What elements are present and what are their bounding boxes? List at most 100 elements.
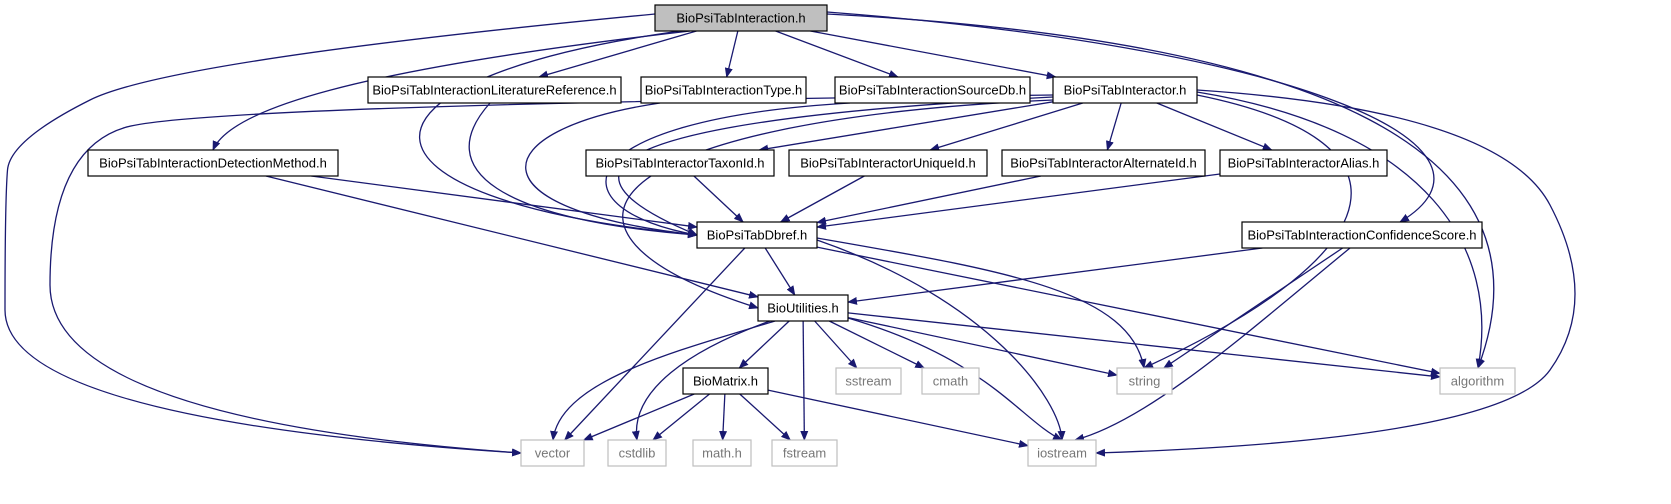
node-sourcedb[interactable]: BioPsiTabInteractionSourceDb.h [834,76,1031,104]
node-box [640,76,807,104]
node-interaction[interactable]: BioPsiTabInteraction.h [654,4,828,32]
node-sstream: sstream [835,367,902,395]
edge-interactor-to-alternate [1106,102,1122,151]
node-box [771,439,838,467]
node-label: iostream [1037,446,1087,461]
edge-interaction-to-sourcedb [775,30,899,78]
node-box [757,294,849,322]
node-box [1219,149,1388,177]
edge-interactor-to-utilities [622,99,1054,310]
node-box [1116,367,1173,395]
node-vector: vector [520,439,585,467]
edge-alias-to-dbref [816,173,1221,230]
edge-matrix-to-iostream [767,389,1029,448]
edge-interactor-to-unique [929,102,1083,152]
node-taxon[interactable]: BioPsiTabInteractorTaxonId.h [585,149,775,177]
node-label: math.h [702,446,742,461]
edge-utilities-to-vector [550,320,776,441]
edge-interactor-to-taxon [758,101,1054,153]
node-label: BioPsiTabInteractionType.h [645,83,803,98]
edge-interactor-to-vector [49,94,1054,457]
edge-interactor-to-alias [1156,102,1273,151]
node-label: BioUtilities.h [767,301,839,316]
node-matrix[interactable]: BioMatrix.h [682,367,769,395]
edge-unique-to-dbref [779,175,865,223]
node-box [1241,221,1483,249]
node-label: string [1129,374,1161,389]
node-box [1001,149,1206,177]
node-unique[interactable]: BioPsiTabInteractorUniqueId.h [788,149,988,177]
node-label: BioPsiTabInteractorAlias.h [1228,156,1380,171]
node-iostream: iostream [1027,439,1097,467]
node-label: BioPsiTabInteractionDetectionMethod.h [99,156,327,171]
node-box [692,439,752,467]
node-cmath: cmath [921,367,980,395]
node-label: BioPsiTabInteractionConfidenceScore.h [1247,228,1476,243]
node-box [835,367,902,395]
node-label: BioPsiTabInteractorUniqueId.h [800,156,976,171]
edge-utilities-to-iostream [847,317,1063,441]
edge-interaction-to-interactor [810,30,1057,80]
edge-confidence-to-utilities [847,247,1263,305]
node-box [682,367,769,395]
node-alternate[interactable]: BioPsiTabInteractorAlternateId.h [1001,149,1206,177]
edge-interaction-to-dbref [418,30,698,239]
node-type[interactable]: BioPsiTabInteractionType.h [640,76,807,104]
node-math: math.h [692,439,752,467]
edge-interaction-to-litref [538,30,697,79]
edges-layer [4,11,1576,457]
nodes-layer: BioPsiTabInteraction.hBioPsiTabInteracti… [87,4,1516,467]
node-box [585,149,775,177]
node-box [788,149,988,177]
edge-confidence-to-iostream [1074,247,1351,442]
edge-utilities-to-cmath [828,320,926,369]
edge-interaction-to-detection [212,30,691,151]
edge-detection-to-dbref [311,175,698,230]
node-detection[interactable]: BioPsiTabInteractionDetectionMethod.h [87,149,339,177]
edge-dbref-to-vector [564,247,746,441]
node-label: cmath [933,374,968,389]
edge-utilities-to-matrix [738,320,790,369]
edge-utilities-to-sstream [814,320,858,369]
node-litref[interactable]: BioPsiTabInteractionLiteratureReference.… [367,76,622,104]
node-string: string [1116,367,1173,395]
node-label: fstream [783,446,826,461]
node-box [1439,367,1516,395]
node-cstdlib: cstdlib [607,439,667,467]
node-label: BioPsiTabInteractorTaxonId.h [595,156,764,171]
node-label: BioPsiTabInteractionSourceDb.h [839,83,1026,98]
node-box [834,76,1031,104]
node-dbref[interactable]: BioPsiTabDbref.h [696,221,818,249]
edge-utilities-to-cstdlib [631,320,771,441]
node-label: BioPsiTabInteractor.h [1064,83,1187,98]
node-label: BioPsiTabInteractionLiteratureReference.… [372,83,616,98]
node-label: algorithm [1451,374,1504,389]
edge-utilities-to-string [847,316,1118,378]
edge-taxon-to-dbref [693,175,744,223]
node-utilities[interactable]: BioUtilities.h [757,294,849,322]
edge-matrix-to-math [719,393,728,441]
node-confidence[interactable]: BioPsiTabInteractionConfidenceScore.h [1241,221,1483,249]
node-box [1027,439,1097,467]
node-label: BioPsiTabDbref.h [707,228,807,243]
node-fstream: fstream [771,439,838,467]
node-interactor[interactable]: BioPsiTabInteractor.h [1052,76,1198,104]
edge-matrix-to-cstdlib [652,393,710,441]
edge-litref-to-dbref [468,102,698,239]
edge-type-to-dbref [525,102,698,238]
edge-detection-to-utilities [265,175,759,299]
node-box [87,149,339,177]
node-box [367,76,622,104]
node-box [607,439,667,467]
edge-interaction-to-confidence [826,11,1435,223]
node-label: cstdlib [619,446,656,461]
edge-confidence-to-string [1163,247,1343,369]
edge-utilities-to-algorithm [847,312,1441,380]
node-alias[interactable]: BioPsiTabInteractorAlias.h [1219,149,1388,177]
edge-matrix-to-vector [582,393,695,441]
edge-matrix-to-fstream [739,393,791,441]
node-label: vector [535,446,571,461]
edge-dbref-to-string [816,237,1147,369]
edge-dbref-to-iostream [816,239,1066,441]
